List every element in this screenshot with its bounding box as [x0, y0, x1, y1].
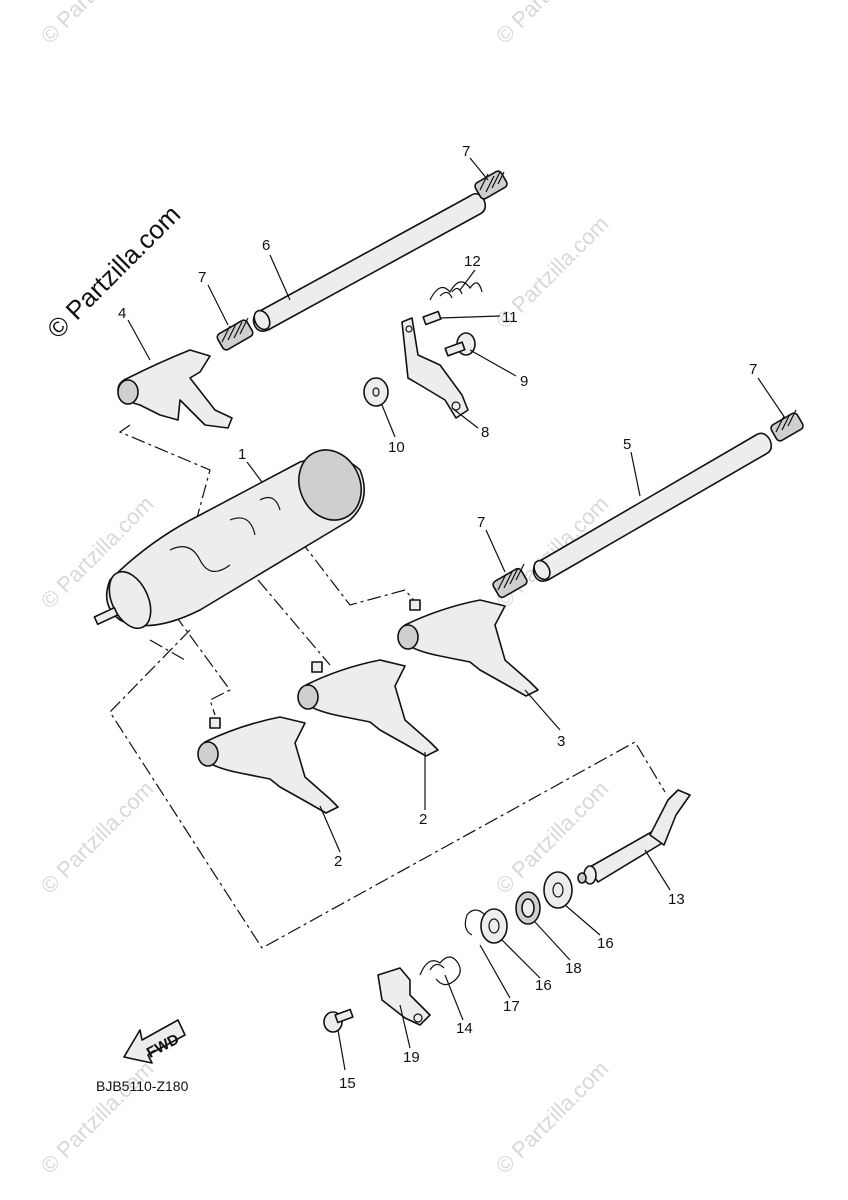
callout-8[interactable]: 8 — [481, 424, 489, 441]
callout-2[interactable]: 2 — [334, 853, 342, 870]
watermark: © Partzilla.com — [491, 0, 614, 49]
shift-lever-8[interactable] — [401, 317, 469, 419]
callout-9[interactable]: 9 — [520, 373, 528, 390]
shift-fork-shaft-5[interactable] — [531, 432, 773, 582]
leader-lines — [127, 157, 786, 1071]
spring-7-top[interactable] — [474, 170, 509, 201]
torsion-spring-14[interactable] — [419, 956, 461, 986]
callout-18[interactable]: 18 — [565, 960, 582, 977]
watermark: © Partzilla.com — [36, 0, 159, 49]
spring-7-mid[interactable] — [492, 563, 529, 599]
callout-7[interactable]: 7 — [198, 269, 206, 286]
shift-fork-3[interactable] — [397, 599, 539, 697]
callout-1[interactable]: 1 — [238, 446, 246, 463]
callout-7[interactable]: 7 — [749, 361, 757, 378]
callout-11[interactable]: 11 — [502, 309, 518, 326]
callout-3[interactable]: 3 — [557, 733, 565, 750]
bolt-15[interactable] — [323, 1008, 354, 1033]
forward-arrow-icon: FWD — [123, 1019, 186, 1064]
callout-14[interactable]: 14 — [456, 1020, 473, 1037]
shift-shaft-13[interactable] — [577, 789, 691, 885]
callout-6[interactable]: 6 — [262, 237, 270, 254]
spring-7-right[interactable] — [770, 409, 805, 442]
washer-16-lower[interactable] — [480, 908, 508, 944]
callout-10[interactable]: 10 — [388, 439, 405, 456]
shift-drum-1[interactable] — [93, 440, 372, 635]
spring-12[interactable] — [429, 281, 483, 301]
callout-16[interactable]: 16 — [535, 977, 552, 994]
shift-fork-2-lower[interactable] — [197, 716, 339, 814]
callout-13[interactable]: 13 — [668, 891, 685, 908]
washer-16-upper[interactable] — [543, 871, 573, 909]
callout-12[interactable]: 12 — [464, 253, 481, 270]
watermark: © Partzilla.com — [36, 776, 159, 899]
spring-7-left[interactable] — [216, 317, 254, 351]
callout-7[interactable]: 7 — [477, 514, 485, 531]
diagram-code: BJB5110-Z180 — [96, 1078, 189, 1094]
shift-fork-2-upper[interactable] — [297, 659, 439, 757]
assembly-lines — [109, 424, 666, 949]
oil-seal-18[interactable] — [515, 891, 541, 925]
stopper-lever-19[interactable] — [377, 967, 431, 1026]
callout-7[interactable]: 7 — [462, 143, 470, 160]
circlip-17[interactable] — [464, 909, 486, 936]
callout-19[interactable]: 19 — [403, 1049, 420, 1066]
callouts: 7 6 12 7 11 4 9 7 8 10 1 5 7 3 2 2 13 16… — [118, 143, 757, 1092]
callout-4[interactable]: 4 — [118, 305, 126, 322]
callout-16[interactable]: 16 — [597, 935, 614, 952]
callout-2[interactable]: 2 — [419, 811, 427, 828]
callout-17[interactable]: 17 — [503, 998, 520, 1015]
shift-fork-4[interactable] — [117, 349, 233, 429]
watermark: © Partzilla.com — [36, 1056, 159, 1179]
callout-5[interactable]: 5 — [623, 436, 631, 453]
bolt-9[interactable] — [444, 332, 476, 357]
shift-fork-shaft-6[interactable] — [251, 192, 487, 332]
watermark: © Partzilla.com — [491, 1056, 614, 1179]
callout-15[interactable]: 15 — [339, 1075, 356, 1092]
watermark-main: © Partzilla.com — [41, 199, 186, 344]
washer-10[interactable] — [363, 377, 389, 407]
collar-11[interactable] — [422, 310, 442, 326]
